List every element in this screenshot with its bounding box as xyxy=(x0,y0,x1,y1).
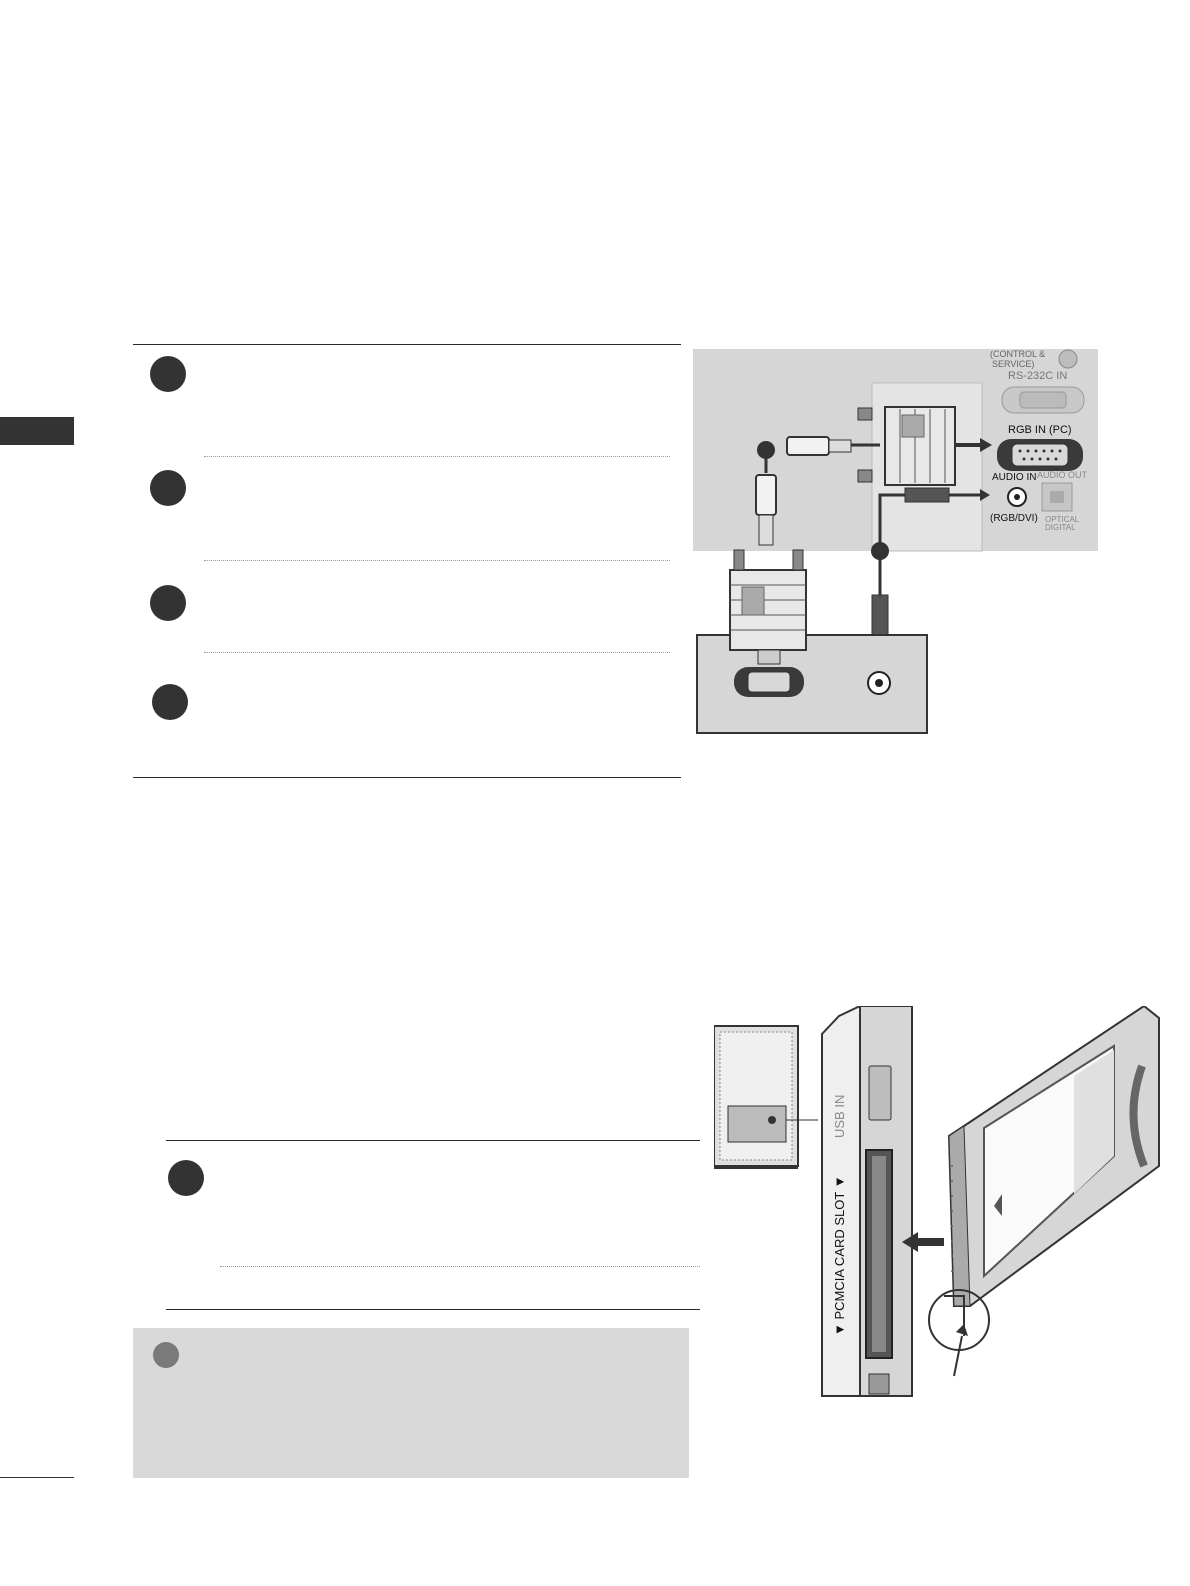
control-label: (CONTROL & xyxy=(990,349,1045,359)
section-bottom-rule xyxy=(166,1309,700,1310)
section-bottom-rule xyxy=(133,777,681,778)
section-top-rule xyxy=(133,344,681,345)
page-footer-line xyxy=(0,1477,74,1478)
step-1-marker xyxy=(168,1160,204,1196)
step-divider xyxy=(220,1266,700,1267)
rs232-label: RS-232C IN xyxy=(1008,370,1067,382)
rgb-dvi-label: (RGB/DVI) xyxy=(990,513,1038,524)
rgb-in-label: RGB IN (PC) xyxy=(1008,424,1072,436)
note-box xyxy=(133,1328,689,1478)
vga-plug-pc xyxy=(729,569,807,651)
step-divider xyxy=(204,652,670,653)
step-marker-dot xyxy=(757,441,775,459)
control-jack xyxy=(1058,349,1078,369)
note-icon xyxy=(153,1342,179,1368)
step-1-marker xyxy=(150,356,186,392)
step-2-marker xyxy=(150,470,186,506)
step-divider xyxy=(204,560,670,561)
control-label: SERVICE) xyxy=(992,359,1034,369)
pcmcia-label: ▼ PCMCIA CARD SLOT ▼ xyxy=(832,1175,847,1336)
step-4-marker xyxy=(152,684,188,720)
usb-port xyxy=(868,1065,892,1121)
pc-connection-diagram: (CONTROL & SERVICE) RS-232C IN RGB IN (P… xyxy=(693,349,1098,734)
section-top-rule xyxy=(166,1140,700,1141)
optical-label: DIGITAL xyxy=(1045,523,1076,532)
step-3-marker xyxy=(150,585,186,621)
optical-label: OPTICAL xyxy=(1045,515,1080,524)
step-divider xyxy=(204,456,670,457)
audio-in-label: AUDIO IN xyxy=(992,472,1036,483)
audio-out-label: AUDIO OUT xyxy=(1037,470,1088,480)
insert-arrow xyxy=(902,1232,918,1252)
tv-side-panel xyxy=(821,1006,861,1397)
chapter-tab xyxy=(0,417,74,445)
usb-in-label: USB IN xyxy=(832,1095,847,1138)
pcmcia-diagram: USB IN ▼ PCMCIA CARD SLOT ▼ xyxy=(714,1006,1160,1397)
